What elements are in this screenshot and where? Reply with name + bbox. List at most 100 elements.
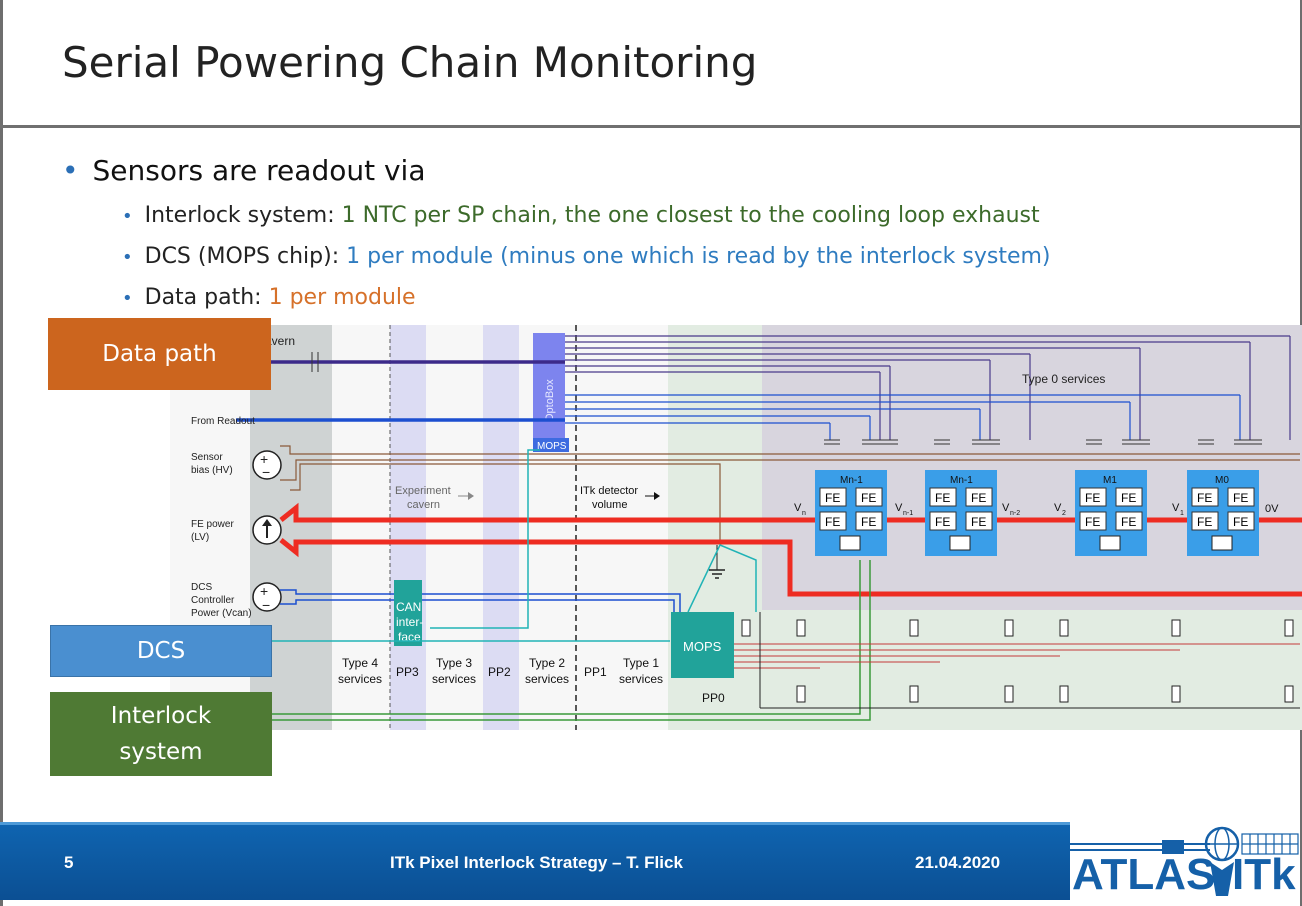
svg-text:FE: FE [1233,491,1248,505]
svg-text:V: V [1172,502,1180,514]
svg-text:(LV): (LV) [191,532,209,543]
svg-text:ITk detector: ITk detector [580,485,638,497]
svg-text:n: n [802,510,806,517]
svg-text:Mn-1: Mn-1 [950,475,973,486]
svg-text:Type 0 services: Type 0 services [1022,372,1105,386]
svg-text:FE: FE [971,491,986,505]
pp2-zone [483,325,519,730]
svg-text:FE power: FE power [191,519,234,530]
module-m0: M0 FE FE FE FE [1187,470,1259,556]
svg-text:PP1: PP1 [584,665,607,679]
svg-text:0V: 0V [1265,503,1279,515]
sub-bullet-datapath: •Data path: 1 per module [122,285,416,310]
svg-text:V: V [794,502,802,514]
dcs-box: DCS [50,625,272,677]
hv-source-icon [252,450,282,480]
svg-text:FE: FE [1085,491,1100,505]
interlock-box-line2: system [119,739,203,765]
module-mn1-a: Mn-1 FE FE FE FE [815,470,887,556]
bullet-dot-icon: • [122,206,133,227]
footer-date: 21.04.2020 [915,853,1001,872]
logo-atlas-text: ATLAS [1072,850,1216,899]
svg-text:volume: volume [592,499,627,511]
data-lines [565,335,1291,440]
sub-bullet-detail: 1 NTC per SP chain, the one closest to t… [341,203,1040,228]
svg-text:FE: FE [971,515,986,529]
lv-supply-line [279,502,1302,523]
svg-text:V: V [1002,502,1010,514]
svg-text:services: services [619,672,663,686]
mops-small-label: MOPS [537,441,567,452]
svg-text:services: services [432,672,476,686]
vcan-source-icon [252,582,282,612]
svg-text:+: + [260,583,268,599]
svg-text:+: + [260,451,268,467]
slide-title: Serial Powering Chain Monitoring [62,38,758,87]
svg-text:inter-: inter- [396,615,423,629]
svg-text:MOPS: MOPS [683,639,722,654]
svg-text:From Readout: From Readout [191,416,255,427]
svg-text:Type 1: Type 1 [623,656,659,670]
svg-text:FE: FE [1121,491,1136,505]
sub-bullet-dcs: •DCS (MOPS chip): 1 per module (minus on… [122,244,1051,269]
svg-text:M0: M0 [1215,475,1229,486]
bullet-main: • Sensors are readout via [62,154,425,187]
atlas-itk-logo: ATLAS ITk [1070,822,1302,906]
bullet-dot-icon: • [62,154,79,187]
footer-title: ITk Pixel Interlock Strategy – T. Flick [390,853,683,872]
svg-text:FE: FE [935,491,950,505]
sub-bullet-detail: 1 per module (minus one which is read by… [346,244,1051,269]
svg-text:CAN: CAN [396,600,421,614]
svg-text:Type 4: Type 4 [342,656,378,670]
slide-footer: 5 ITk Pixel Interlock Strategy – T. Flic… [0,825,1070,900]
svg-text:cavern: cavern [407,499,440,511]
data-path-box: Data path [48,318,271,390]
svg-text:FE: FE [1121,515,1136,529]
svg-text:FE: FE [935,515,950,529]
optobox-label: OptoBox [544,379,556,422]
svg-text:Experiment: Experiment [395,485,451,497]
bullet-dot-icon: • [122,288,133,309]
slide-frame-left [0,0,3,906]
svg-text:PP3: PP3 [396,665,419,679]
svg-text:FE: FE [1197,491,1212,505]
interlock-lines [272,560,871,721]
sub-bullet-label: Interlock system: [144,203,342,228]
svg-text:FE: FE [1085,515,1100,529]
capacitors [824,439,1262,445]
svg-text:Power (Vcan): Power (Vcan) [191,608,252,619]
title-divider [0,125,1302,128]
svg-text:n-1: n-1 [903,510,913,517]
detector-zone [762,325,1302,610]
page-number: 5 [64,853,74,872]
pp3-zone [390,325,426,730]
svg-text:Mn-1: Mn-1 [840,475,863,486]
sub-bullet-label: Data path: [144,285,269,310]
svg-text:Controller: Controller [191,595,235,606]
footer-accent-line [0,822,1070,825]
sub-bullet-label: DCS (MOPS chip): [144,244,347,269]
resistors [741,619,1294,703]
lv-return-line [279,538,1302,597]
svg-text:−: − [262,464,270,480]
can-interface [394,580,422,646]
svg-text:−: − [262,597,270,613]
svg-text:services: services [525,672,569,686]
logo-itk-text: ITk [1232,850,1296,899]
svg-text:M1: M1 [1103,475,1117,486]
svg-text:1: 1 [1180,510,1184,517]
svg-text:Sensor: Sensor [191,452,223,463]
svg-text:FE: FE [825,491,840,505]
mops-chip [671,612,734,678]
atlas-globe-icon [1070,826,1299,896]
svg-text:Type 2: Type 2 [529,656,565,670]
module-m1: M1 FE FE FE FE [1075,470,1147,556]
hv-lines [280,445,1300,481]
svg-text:PP0: PP0 [702,691,725,705]
interlock-box-line1: Interlock [110,703,212,729]
bullet-main-text: Sensors are readout via [92,154,426,187]
svg-text:FE: FE [825,515,840,529]
mops-readout-lines [734,643,1300,669]
can-lines [272,449,757,642]
